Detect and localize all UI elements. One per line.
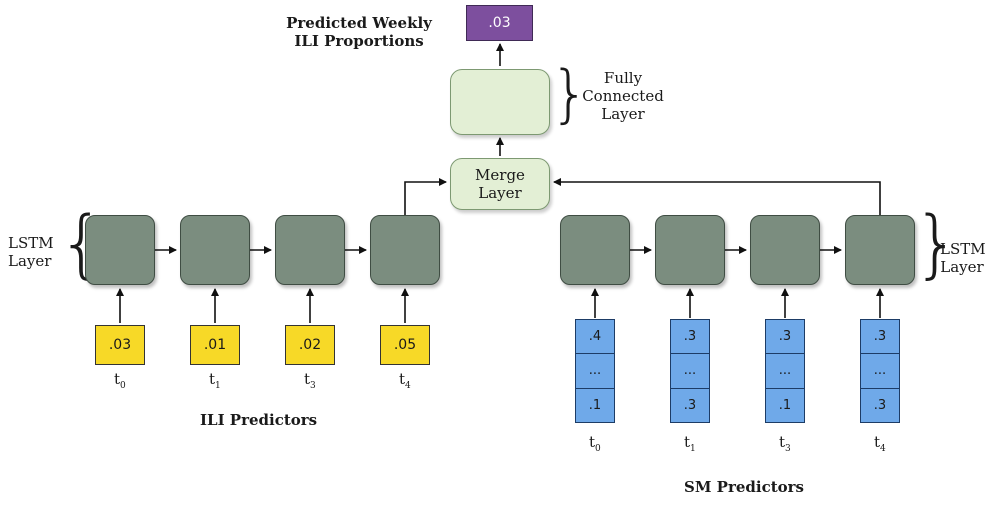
left-time-label-3: t3 xyxy=(304,370,316,391)
sm-input-4: .3 ... .3 xyxy=(860,319,900,423)
left-time-label-2: t1 xyxy=(209,370,221,391)
ili-predictors-label: ILI Predictors xyxy=(200,411,318,429)
fc-brace: } xyxy=(550,57,590,130)
right-lstm-label: LSTM Layer xyxy=(940,240,986,276)
left-time-label-4: t4 xyxy=(399,370,411,391)
ili-input-1: .03 xyxy=(95,325,145,365)
right-time-label-2: t1 xyxy=(684,433,696,454)
sm-input-4-bottom: .3 xyxy=(861,388,899,422)
right-time-label-1: t0 xyxy=(589,433,601,454)
right-lstm-brace: } xyxy=(913,201,961,287)
ili-input-2: .01 xyxy=(190,325,240,365)
sm-input-1: .4 ... .1 xyxy=(575,319,615,423)
right-lstm-cell-2 xyxy=(655,215,725,285)
output-node: .03 xyxy=(466,5,533,41)
right-lstm-cell-1 xyxy=(560,215,630,285)
right-time-label-3: t3 xyxy=(779,433,791,454)
sm-input-3-mid: ... xyxy=(766,354,804,389)
ili-input-4: .05 xyxy=(380,325,430,365)
left-lstm-cell-3 xyxy=(275,215,345,285)
sm-input-4-mid: ... xyxy=(861,354,899,389)
fully-connected-node xyxy=(450,69,550,135)
sm-input-2-bottom: .3 xyxy=(671,388,709,422)
sm-input-3-top: .3 xyxy=(766,320,804,355)
left-lstm-cell-4 xyxy=(370,215,440,285)
fc-label: Fully Connected Layer xyxy=(582,69,664,123)
sm-input-3: .3 ... .1 xyxy=(765,319,805,423)
right-lstm-cell-3 xyxy=(750,215,820,285)
sm-input-1-top: .4 xyxy=(576,320,614,355)
sm-input-2-top: .3 xyxy=(671,320,709,355)
merge-node: Merge Layer xyxy=(450,158,550,210)
sm-input-4-top: .3 xyxy=(861,320,899,355)
right-to-merge-arrow xyxy=(553,178,881,215)
left-lstm-label: LSTM Layer xyxy=(8,234,54,270)
sm-input-1-mid: ... xyxy=(576,354,614,389)
right-lstm-cell-4 xyxy=(845,215,915,285)
left-lstm-cell-1 xyxy=(85,215,155,285)
right-time-label-4: t4 xyxy=(874,433,886,454)
sm-predictors-label: SM Predictors xyxy=(684,478,804,496)
output-title: Predicted Weekly ILI Proportions xyxy=(286,14,432,50)
sm-input-2: .3 ... .3 xyxy=(670,319,710,423)
left-to-merge-arrow xyxy=(404,178,447,215)
sm-input-3-bottom: .1 xyxy=(766,388,804,422)
sm-input-1-bottom: .1 xyxy=(576,388,614,422)
ili-input-3: .02 xyxy=(285,325,335,365)
left-lstm-cell-2 xyxy=(180,215,250,285)
left-time-label-1: t0 xyxy=(114,370,126,391)
sm-input-2-mid: ... xyxy=(671,354,709,389)
